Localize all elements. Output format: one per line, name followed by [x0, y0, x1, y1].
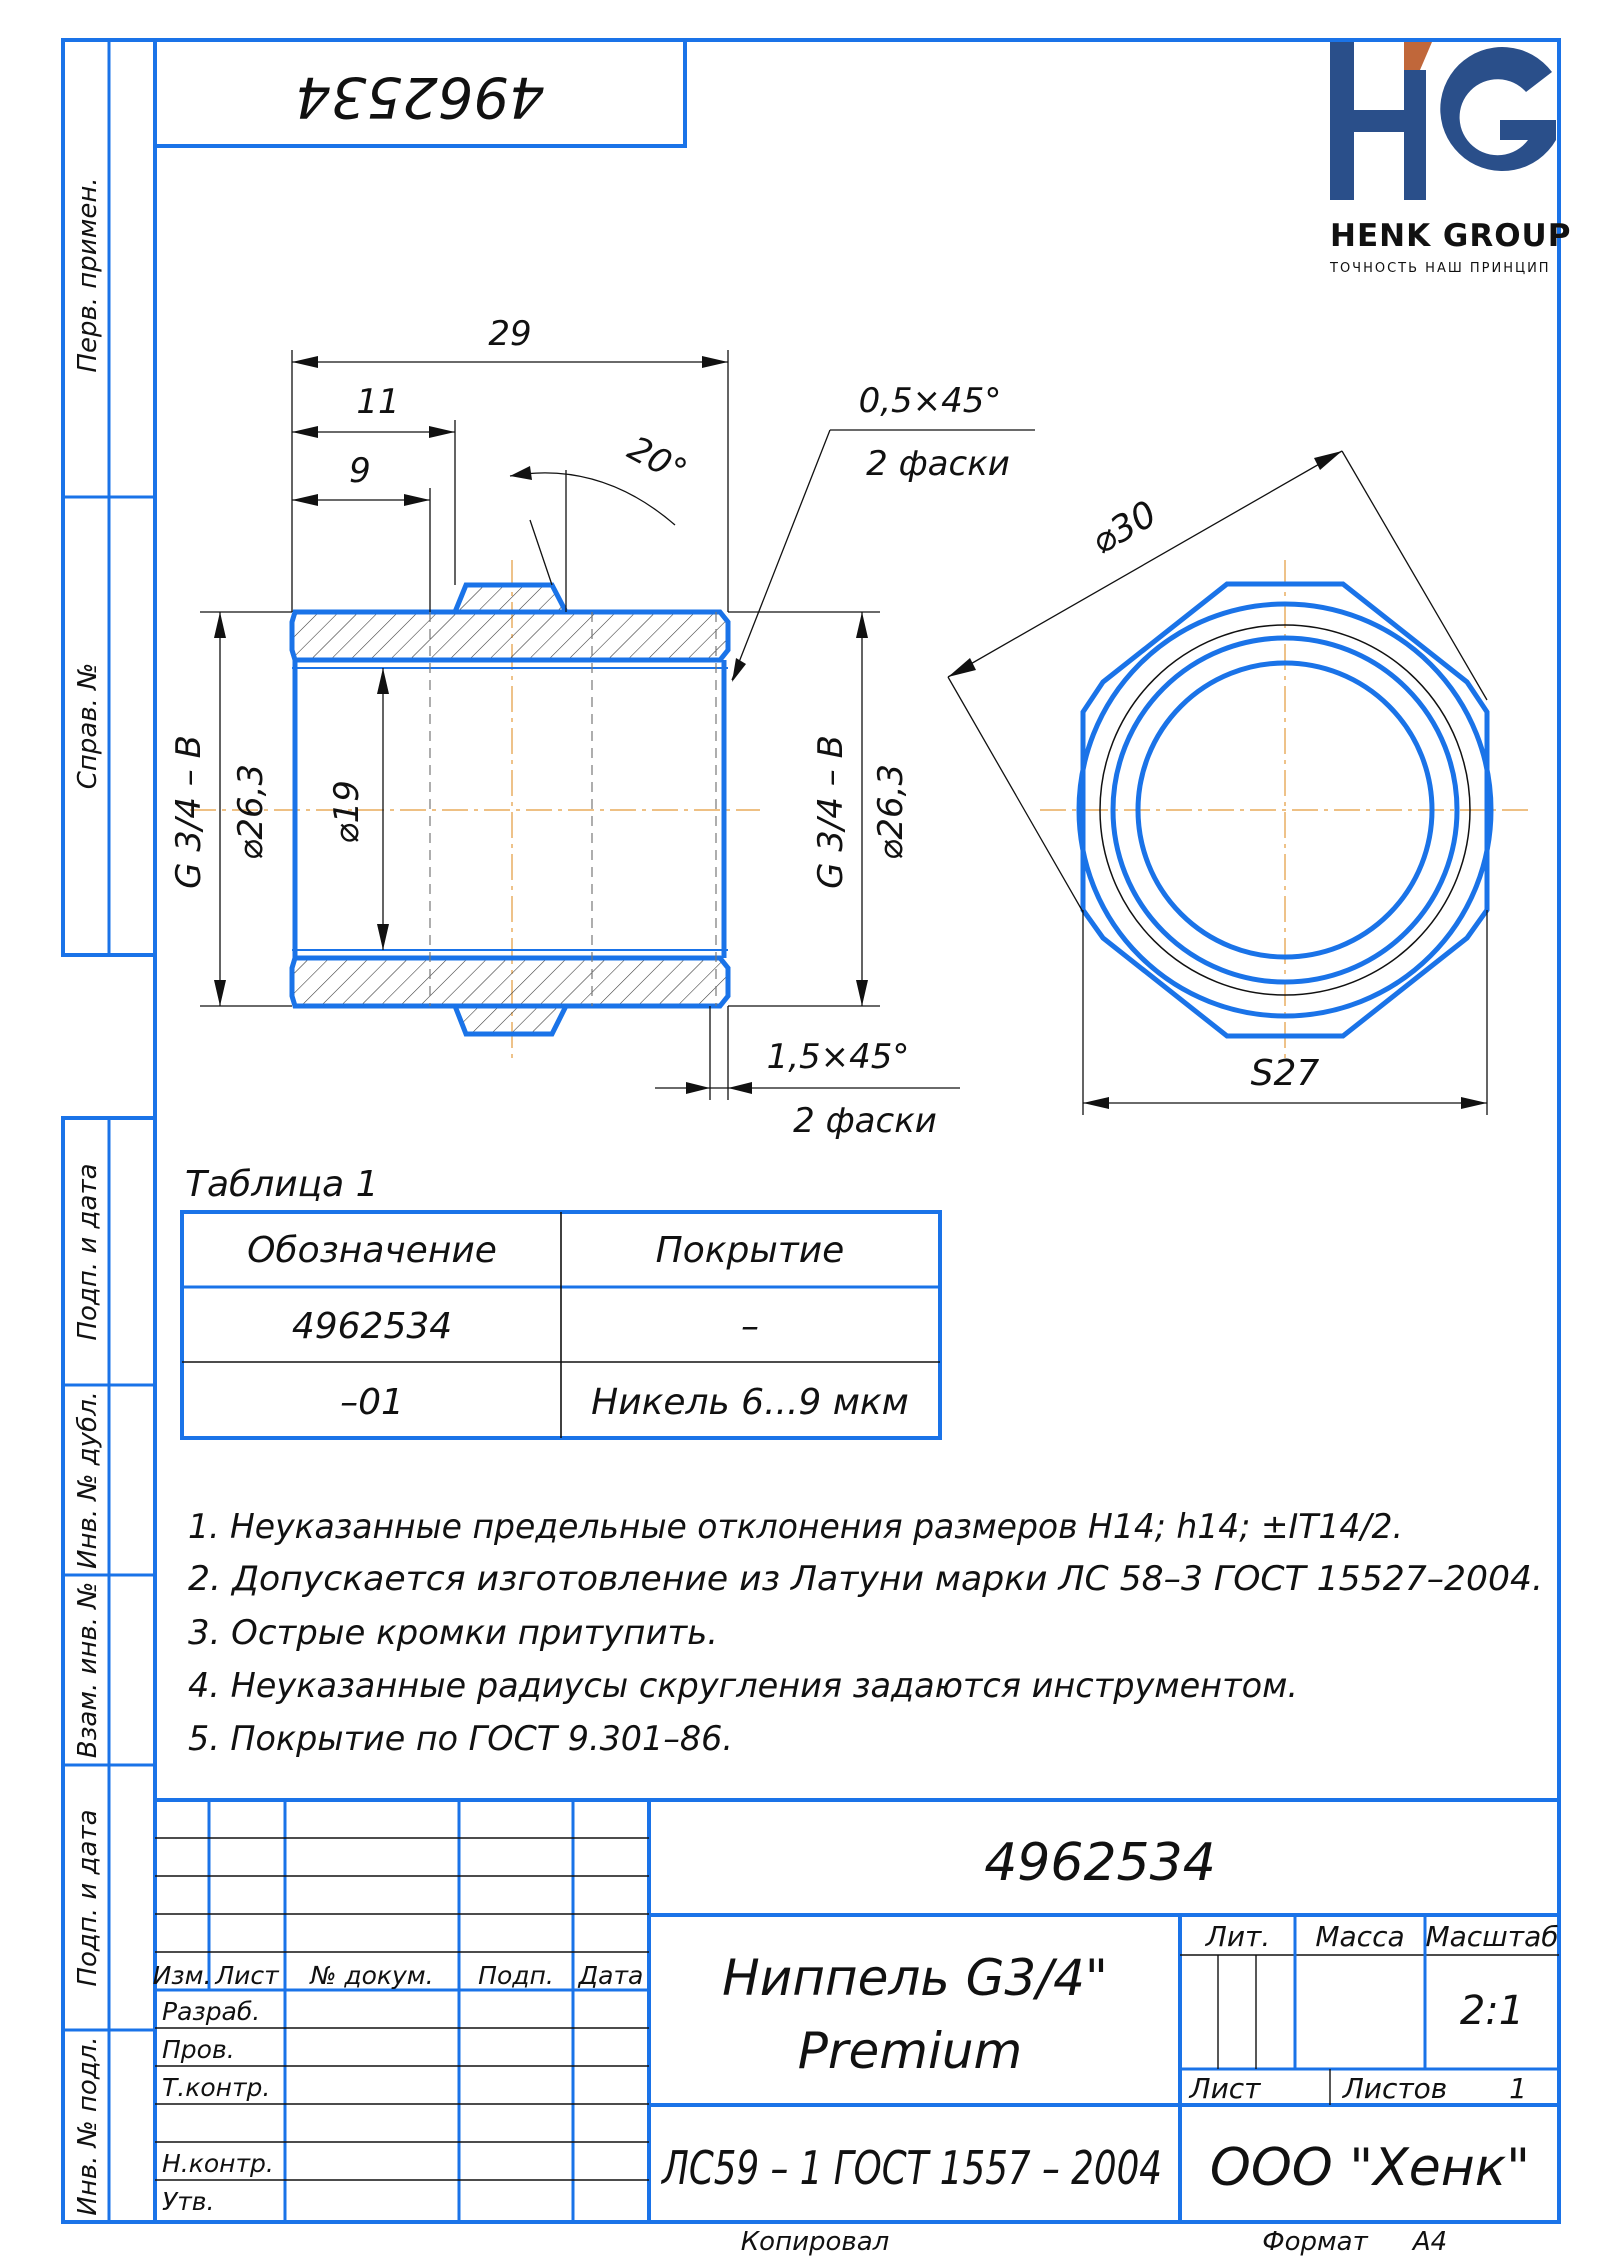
row-prov: Пров.: [162, 2035, 235, 2064]
technical-notes: 1. Неуказанные предельные отклонения раз…: [188, 1507, 1543, 1759]
title-scale-label: Масштаб: [1425, 1920, 1558, 1953]
dim-bore-diameter: ⌀19: [327, 780, 367, 844]
section-dimensions: [200, 350, 1035, 1100]
note-2: 2. Допускается изготовление из Латуни ма…: [188, 1559, 1543, 1599]
note-5: 5. Покрытие по ГОСТ 9.301–86.: [188, 1719, 733, 1759]
title-sheet-label: Лист: [1189, 2072, 1262, 2105]
title-sheets-label: Листов: [1342, 2072, 1448, 2105]
note-3: 3. Острые кромки притупить.: [188, 1613, 718, 1653]
table-header-coating: Покрытие: [656, 1230, 845, 1271]
side-label-inv-podl: Инв. № подл.: [73, 2036, 103, 2215]
title-designation: 4962534: [984, 1833, 1216, 1893]
section-view: [190, 560, 760, 1060]
col-izm: Изм.: [153, 1961, 212, 1990]
dim-diameter-left: ⌀26,3: [231, 764, 271, 860]
side-label-vzam-inv: Взам. инв. №: [73, 1582, 103, 1759]
title-company: ООО "Хенк": [1210, 2138, 1530, 2198]
hg-logo-icon: [1330, 42, 1556, 200]
side-label-sprav-no: Справ. №: [73, 663, 103, 789]
note-4: 4. Неуказанные радиусы скругления задают…: [188, 1666, 1298, 1706]
col-docum: № докум.: [308, 1961, 433, 1990]
dim-length-11: 11: [356, 382, 399, 422]
side-labels: Перв. примен. Справ. № Подп. и дата Инв.…: [73, 177, 103, 2215]
title-material: ЛС59 – 1 ГОСТ 1557 – 2004: [660, 2141, 1162, 2195]
end-view: [947, 450, 1530, 1115]
title-block: [155, 1798, 1559, 2222]
title-lit-label: Лит.: [1205, 1920, 1270, 1953]
side-label-podp-data-1: Подп. и дата: [73, 1163, 103, 1340]
dim-angle-20: 20°: [621, 428, 693, 492]
table-cell-r2-designation: –01: [340, 1382, 404, 1423]
table-cell-r2-coating: Никель 6...9 мкм: [591, 1382, 909, 1423]
section-top-body: [289, 609, 731, 663]
footer-format-value: A4: [1411, 2227, 1447, 2257]
note-1: 1. Неуказанные предельные отклонения раз…: [188, 1507, 1403, 1547]
logo-company-name: HENK GROUP: [1330, 218, 1571, 254]
sheet-frame: [61, 38, 1561, 2224]
dim-chamfer-large: 1,5×45°: [767, 1037, 910, 1077]
table-title: Таблица 1: [185, 1164, 379, 1205]
dim-chamfer-large-count: 2 фаски: [793, 1101, 937, 1141]
title-sheets-value: 1: [1509, 2072, 1527, 2105]
dim-length-total: 29: [488, 314, 531, 354]
row-tkontr: Т.контр.: [162, 2073, 270, 2102]
row-razrab: Разраб.: [162, 1997, 260, 2026]
row-utv: Утв.: [162, 2187, 214, 2216]
col-podp: Подп.: [478, 1961, 554, 1990]
section-top-collar: [451, 582, 571, 615]
table-cell-r1-coating: –: [741, 1306, 759, 1347]
footer-kopiroval: Копировал: [741, 2227, 890, 2257]
col-list: Лист: [214, 1961, 280, 1990]
title-product-subname: Premium: [798, 2022, 1022, 2080]
dim-diameter-right: ⌀26,3: [871, 764, 911, 860]
dim-length-9: 9: [349, 451, 371, 491]
dim-across-flats: S27: [1251, 1053, 1320, 1094]
side-label-podp-data-2: Подп. и дата: [73, 1809, 103, 1986]
coating-table: [180, 1210, 942, 1440]
row-nkontr: Н.контр.: [162, 2149, 274, 2178]
title-product-name: Ниппель G3/4": [722, 1949, 1108, 2007]
dim-chamfer-small-count: 2 фаски: [866, 444, 1010, 484]
title-mass-label: Масса: [1315, 1920, 1404, 1953]
table-cell-r1-designation: 4962534: [292, 1306, 452, 1347]
dim-thread-left: G 3/4 – B: [169, 735, 209, 889]
doc-number-inverted: 4962534: [295, 64, 544, 129]
dim-chamfer-small: 0,5×45°: [859, 381, 1002, 421]
section-bottom-collar: [451, 1003, 571, 1037]
logo-slogan: ТОЧНОСТЬ НАШ ПРИНЦИП: [1329, 261, 1551, 276]
side-label-perv-primen: Перв. примен.: [73, 177, 103, 372]
table-header-designation: Обозначение: [247, 1230, 497, 1271]
dim-across-corners: ⌀30: [1085, 493, 1164, 562]
dim-thread-right: G 3/4 – B: [811, 735, 851, 889]
side-label-inv-dubl: Инв. № дубл.: [73, 1391, 103, 1569]
footer-format-label: Формат: [1262, 2227, 1368, 2257]
col-data: Дата: [578, 1961, 644, 1990]
title-scale-value: 2:1: [1460, 1988, 1524, 2034]
section-bottom-body: [289, 955, 731, 1009]
